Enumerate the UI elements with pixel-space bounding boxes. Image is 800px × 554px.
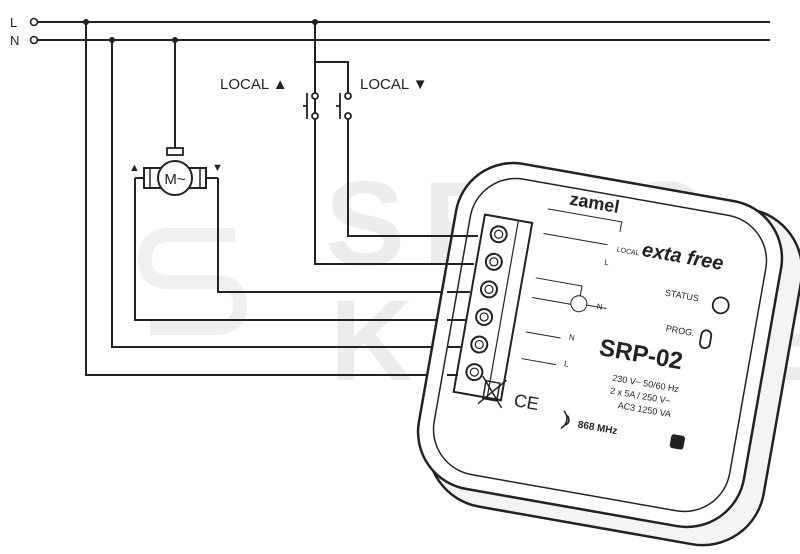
wire-button-feed — [314, 22, 349, 96]
local-down-label: LOCAL ▼ — [360, 76, 428, 93]
prog-label: PROG. — [665, 323, 695, 338]
local-buttons: LOCAL ▲ LOCAL ▼ — [220, 76, 428, 120]
terminal-label-l1: L — [604, 258, 610, 268]
terminal-label-n1: N — [596, 302, 603, 312]
local-down-button — [336, 92, 352, 120]
neutral-terminal — [29, 35, 39, 45]
status-led — [711, 296, 730, 315]
local-up-button — [303, 92, 319, 120]
local-label: LOCAL — [616, 247, 640, 258]
supply-rails: L N — [10, 15, 770, 48]
terminal-screw — [475, 307, 494, 326]
terminal-screw — [484, 252, 503, 271]
prog-button — [699, 329, 713, 350]
live-label: L — [10, 15, 17, 30]
wire-motor-down — [217, 178, 447, 293]
srp-02-module: zamel exta free LOCAL STATUS PROG. SRP-0… — [416, 161, 800, 547]
wire-local-down — [347, 118, 447, 237]
ce-mark: CE — [512, 390, 540, 414]
live-terminal — [29, 17, 39, 27]
wire-live — [85, 22, 447, 376]
terminal-screw — [465, 363, 484, 382]
motor-down-arrow: ▼ — [212, 162, 223, 174]
radio-icon — [560, 410, 570, 430]
terminal-block — [452, 213, 534, 402]
motor-symbol: M~ — [164, 171, 185, 188]
weee-bin-icon — [477, 375, 507, 409]
local-up-label: LOCAL ▲ — [220, 76, 288, 93]
terminal-label-l2: L — [563, 359, 569, 369]
terminal-label-n2: N — [568, 333, 575, 343]
wire-neutral — [111, 40, 447, 348]
neutral-label: N — [10, 33, 19, 48]
internal-schematic — [521, 208, 623, 366]
motor: M~ ▲ ▼ — [129, 147, 223, 196]
wires — [85, 22, 447, 376]
motor-up-arrow: ▲ — [129, 162, 140, 174]
wire-entries — [447, 235, 478, 376]
module-face — [432, 177, 768, 513]
certification-mark — [669, 434, 685, 450]
terminal-screw — [470, 335, 489, 354]
terminal-screw — [479, 280, 498, 299]
motor-icon — [157, 160, 193, 196]
watermark-logo — [137, 228, 248, 335]
wire-local-up — [314, 62, 447, 265]
terminal-screw — [489, 225, 508, 244]
wire-motor-up — [134, 178, 447, 321]
